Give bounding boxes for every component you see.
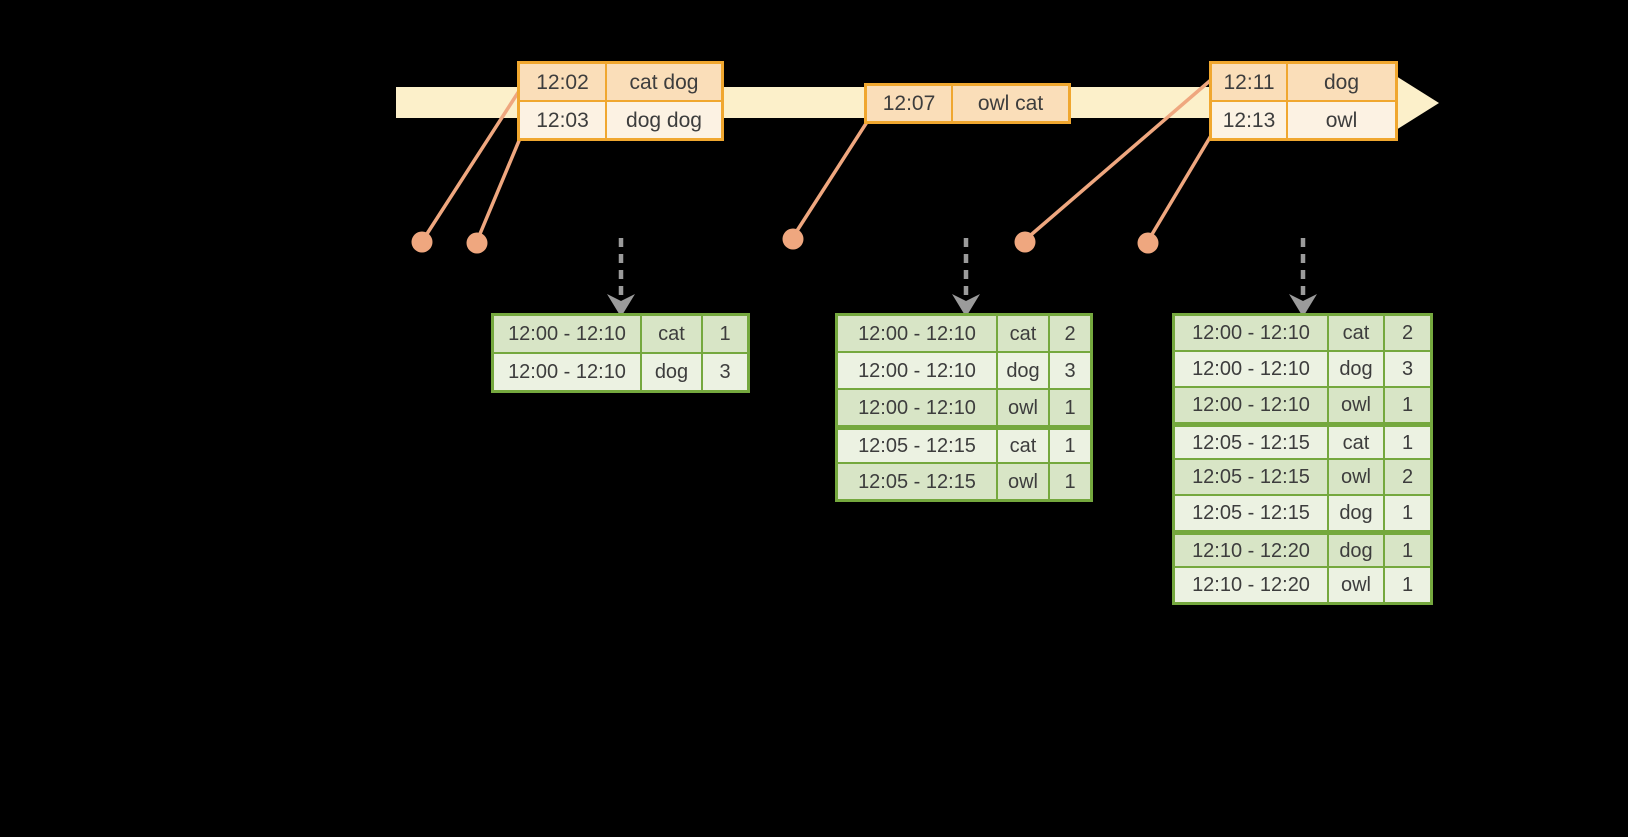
event-time-cell: 12:11 [1212, 64, 1286, 100]
connector-line [1146, 133, 1214, 242]
window-cell: 12:00 - 12:10 [1175, 388, 1327, 422]
window-cell: 12:00 - 12:10 [838, 316, 996, 351]
word-cell: owl [1329, 388, 1383, 422]
count-cell: 2 [1050, 316, 1090, 351]
count-cell: 1 [1050, 390, 1090, 425]
word-cell: owl [1329, 568, 1383, 602]
window-cell: 12:00 - 12:10 [494, 354, 640, 390]
window-cell: 12:05 - 12:15 [838, 427, 996, 462]
word-cell: dog [1329, 496, 1383, 530]
event-words-cell: cat dog [607, 64, 721, 100]
event-words-cell: dog dog [607, 102, 721, 138]
event-dot-icon [1137, 232, 1159, 254]
event-words-cell: owl cat [953, 86, 1068, 121]
word-cell: cat [1329, 316, 1383, 350]
word-cell: cat [1329, 424, 1383, 458]
word-cell: cat [998, 427, 1048, 462]
word-cell: cat [998, 316, 1048, 351]
count-cell: 1 [703, 316, 747, 352]
event-table-2: 12:07 owl cat [864, 83, 1071, 124]
word-cell: owl [998, 390, 1048, 425]
event-dot-icon [1014, 231, 1036, 253]
window-cell: 12:00 - 12:10 [1175, 316, 1327, 350]
window-cell: 12:00 - 12:10 [838, 390, 996, 425]
word-cell: cat [642, 316, 701, 352]
window-cell: 12:10 - 12:20 [1175, 532, 1327, 566]
count-cell: 2 [1385, 316, 1430, 350]
count-cell: 3 [1050, 353, 1090, 388]
event-table-1: 12:02 cat dog 12:03 dog dog [517, 61, 724, 141]
count-cell: 1 [1050, 464, 1090, 499]
word-cell: dog [642, 354, 701, 390]
event-dot-icon [411, 231, 433, 253]
trigger-arrow-icon [952, 238, 980, 317]
result-table-2: 12:00 - 12:10 cat 2 12:00 - 12:10 dog 3 … [835, 313, 1093, 502]
event-dot-icon [782, 228, 804, 250]
event-table-3: 12:11 dog 12:13 owl [1209, 61, 1398, 141]
count-cell: 1 [1385, 496, 1430, 530]
result-table-3: 12:00 - 12:10 cat 2 12:00 - 12:10 dog 3 … [1172, 313, 1433, 605]
event-words-cell: dog [1288, 64, 1395, 100]
window-cell: 12:05 - 12:15 [838, 464, 996, 499]
word-cell: owl [1329, 460, 1383, 494]
window-cell: 12:05 - 12:15 [1175, 424, 1327, 458]
timeline-arrowhead-icon [1396, 76, 1439, 130]
window-cell: 12:05 - 12:15 [1175, 460, 1327, 494]
window-cell: 12:10 - 12:20 [1175, 568, 1327, 602]
trigger-arrow-icon [1289, 238, 1317, 317]
window-cell: 12:05 - 12:15 [1175, 496, 1327, 530]
connector-line [791, 121, 869, 238]
event-dots [411, 228, 1159, 254]
word-cell: dog [998, 353, 1048, 388]
count-cell: 1 [1385, 424, 1430, 458]
count-cell: 1 [1385, 532, 1430, 566]
trigger-arrows [607, 238, 1317, 317]
window-cell: 12:00 - 12:10 [1175, 352, 1327, 386]
count-cell: 1 [1050, 427, 1090, 462]
result-table-1: 12:00 - 12:10 cat 1 12:00 - 12:10 dog 3 [491, 313, 750, 393]
word-cell: owl [998, 464, 1048, 499]
event-time-cell: 12:13 [1212, 102, 1286, 138]
trigger-arrow-icon [607, 238, 635, 317]
count-cell: 3 [1385, 352, 1430, 386]
count-cell: 2 [1385, 460, 1430, 494]
connector-line [475, 123, 528, 242]
event-time-cell: 12:02 [520, 64, 605, 100]
window-cell: 12:00 - 12:10 [838, 353, 996, 388]
event-dot-icon [466, 232, 488, 254]
word-cell: dog [1329, 352, 1383, 386]
count-cell: 1 [1385, 388, 1430, 422]
event-time-cell: 12:03 [520, 102, 605, 138]
event-words-cell: owl [1288, 102, 1395, 138]
count-cell: 1 [1385, 568, 1430, 602]
count-cell: 3 [703, 354, 747, 390]
event-time-cell: 12:07 [867, 86, 951, 121]
window-cell: 12:00 - 12:10 [494, 316, 640, 352]
word-cell: dog [1329, 532, 1383, 566]
